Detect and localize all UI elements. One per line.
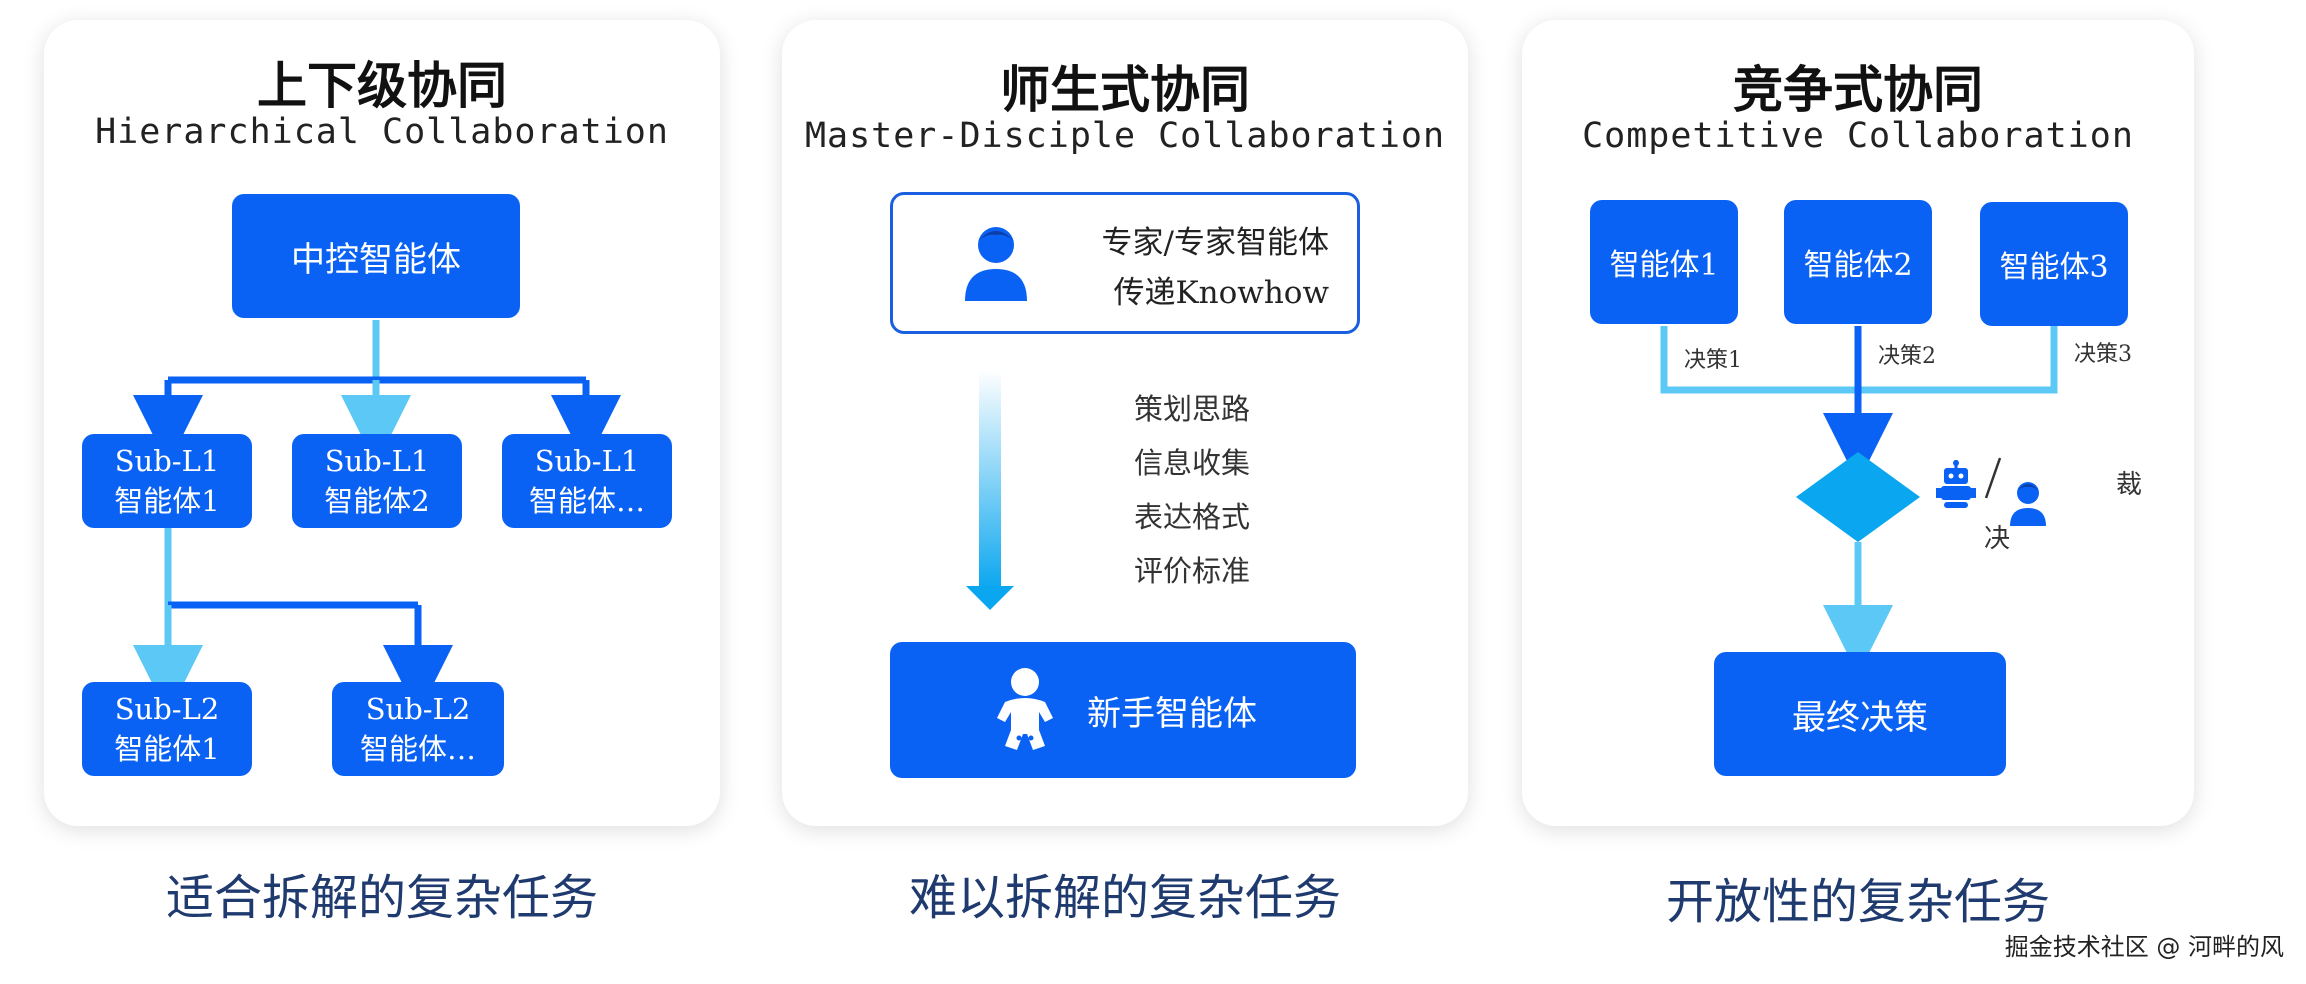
slash-divider-icon [1984,457,2002,499]
box-line: 智能体1 [114,732,220,766]
box-line: 智能体2 [324,484,430,518]
sub-l1-agent-2: Sub-L1 智能体2 [292,434,462,528]
box-line: Sub-L1 [534,444,640,478]
panel-title-cn: 竞争式协同 [1733,61,1983,119]
person-icon [965,227,1027,301]
sub-l2-agent-more: Sub-L2 智能体… [332,682,504,776]
knowledge-transfer-arrow [966,370,1014,610]
baby-icon [997,668,1053,750]
panel-hierarchical: 上下级协同 Hierarchical Collaboration 中控智能体 S… [44,20,720,826]
center-agent-label: 中控智能体 [291,239,461,280]
judge-char-2: 决 [1984,524,2011,554]
agent-label: 智能体1 [1609,248,1719,283]
panel-competitive: 竞争式协同 Competitive Collaboration 智能体1 智能体… [1522,20,2194,826]
final-decision-label: 最终决策 [1792,697,1928,738]
box-line: 智能体1 [114,484,220,518]
transfer-item-3: 表达格式 [1134,500,1251,534]
competing-agent-3: 智能体3 [1980,202,2128,326]
sub-l1-agent-more: Sub-L1 智能体… [502,434,672,528]
panel-title-en: Master-Disciple Collaboration [804,116,1446,156]
hierarchy-connectors [133,320,621,715]
panel-title-en: Hierarchical Collaboration [95,112,669,152]
agent-label: 智能体3 [1999,250,2109,285]
box-line: Sub-L1 [114,444,220,478]
agent-label: 智能体2 [1803,248,1913,283]
expert-line-2: 传递Knowhow [1113,275,1330,311]
watermark: 掘金技术社区 @ 河畔的风 [2004,933,2284,961]
transfer-item-4: 评价标准 [1134,554,1251,588]
expert-box: 专家/专家智能体 传递Knowhow [890,192,1360,334]
final-decision-box: 最终决策 [1714,652,2006,776]
box-line: Sub-L2 [365,692,471,726]
competing-agent-2: 智能体2 [1784,200,1932,324]
competition-connectors [1660,326,2058,675]
transfer-item-2: 信息收集 [1134,446,1251,480]
sub-l1-agent-1: Sub-L1 智能体1 [82,434,252,528]
panel-title-cn: 上下级协同 [257,57,507,115]
panel-title-cn: 师生式协同 [1000,61,1250,119]
box-line: Sub-L1 [324,444,430,478]
caption-master-disciple: 难以拆解的复杂任务 [908,870,1341,926]
decision-label-1: 决策1 [1684,348,1742,373]
novice-agent-label: 新手智能体 [1087,693,1257,734]
box-line: 智能体… [528,484,645,518]
caption-hierarchical: 适合拆解的复杂任务 [165,870,598,926]
center-agent-box: 中控智能体 [232,194,520,318]
diamond-icon [1796,452,1920,542]
panel-title-en: Competitive Collaboration [1582,116,2134,156]
panel-master-disciple: 师生式协同 Master-Disciple Collaboration 专家/专… [782,20,1468,826]
judge-char-1: 裁 [2116,470,2143,500]
box-line: Sub-L2 [114,692,220,726]
transfer-item-1: 策划思路 [1134,392,1251,426]
decision-label-3: 决策3 [2074,342,2132,367]
expert-line-1: 专家/专家智能体 [1101,225,1329,261]
box-line: 智能体… [359,732,476,766]
robot-icon [1936,460,1976,508]
novice-agent-box: 新手智能体 [890,642,1356,778]
decision-label-2: 决策2 [1878,344,1936,369]
competing-agent-1: 智能体1 [1590,200,1738,324]
user-icon [2010,482,2046,526]
sub-l2-agent-1: Sub-L2 智能体1 [82,682,252,776]
caption-competitive: 开放性的复杂任务 [1665,874,2050,930]
